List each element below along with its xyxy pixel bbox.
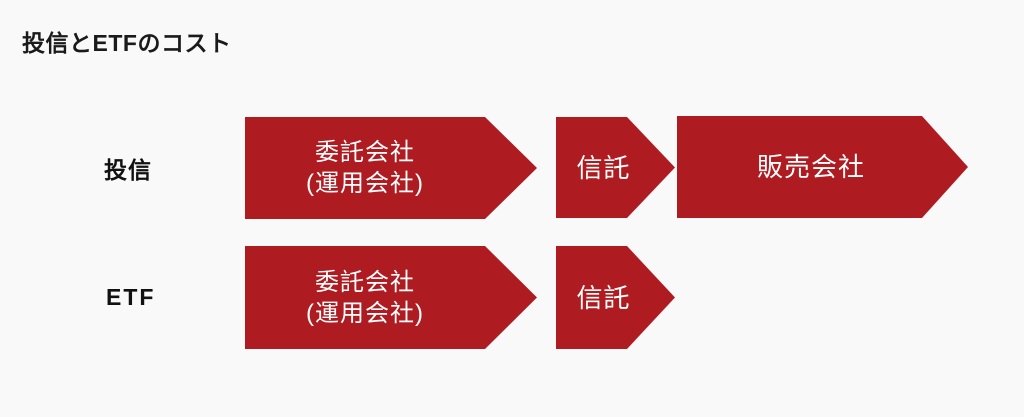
arrow-etf-trust: 信託 — [556, 246, 675, 349]
page-title: 投信とETFのコスト — [22, 30, 232, 56]
arrow-toshin-management-company-label: 委託会社 (運用会社) — [306, 139, 424, 197]
arrow-toshin-management-company: 委託会社 (運用会社) — [245, 117, 537, 219]
arrow-etf-management-company: 委託会社 (運用会社) — [245, 246, 537, 349]
arrow-toshin-trust-label: 信託 — [576, 152, 631, 183]
row-label-etf: ETF — [106, 284, 156, 310]
arrow-etf-trust-label: 信託 — [576, 282, 631, 313]
arrow-toshin-sales-company: 販売会社 — [677, 116, 968, 218]
arrow-toshin-trust: 信託 — [556, 117, 675, 218]
row-label-toshin: 投信 — [104, 157, 152, 183]
arrow-toshin-sales-company-label: 販売会社 — [756, 152, 865, 182]
arrow-etf-management-company-label: 委託会社 (運用会社) — [306, 268, 424, 327]
